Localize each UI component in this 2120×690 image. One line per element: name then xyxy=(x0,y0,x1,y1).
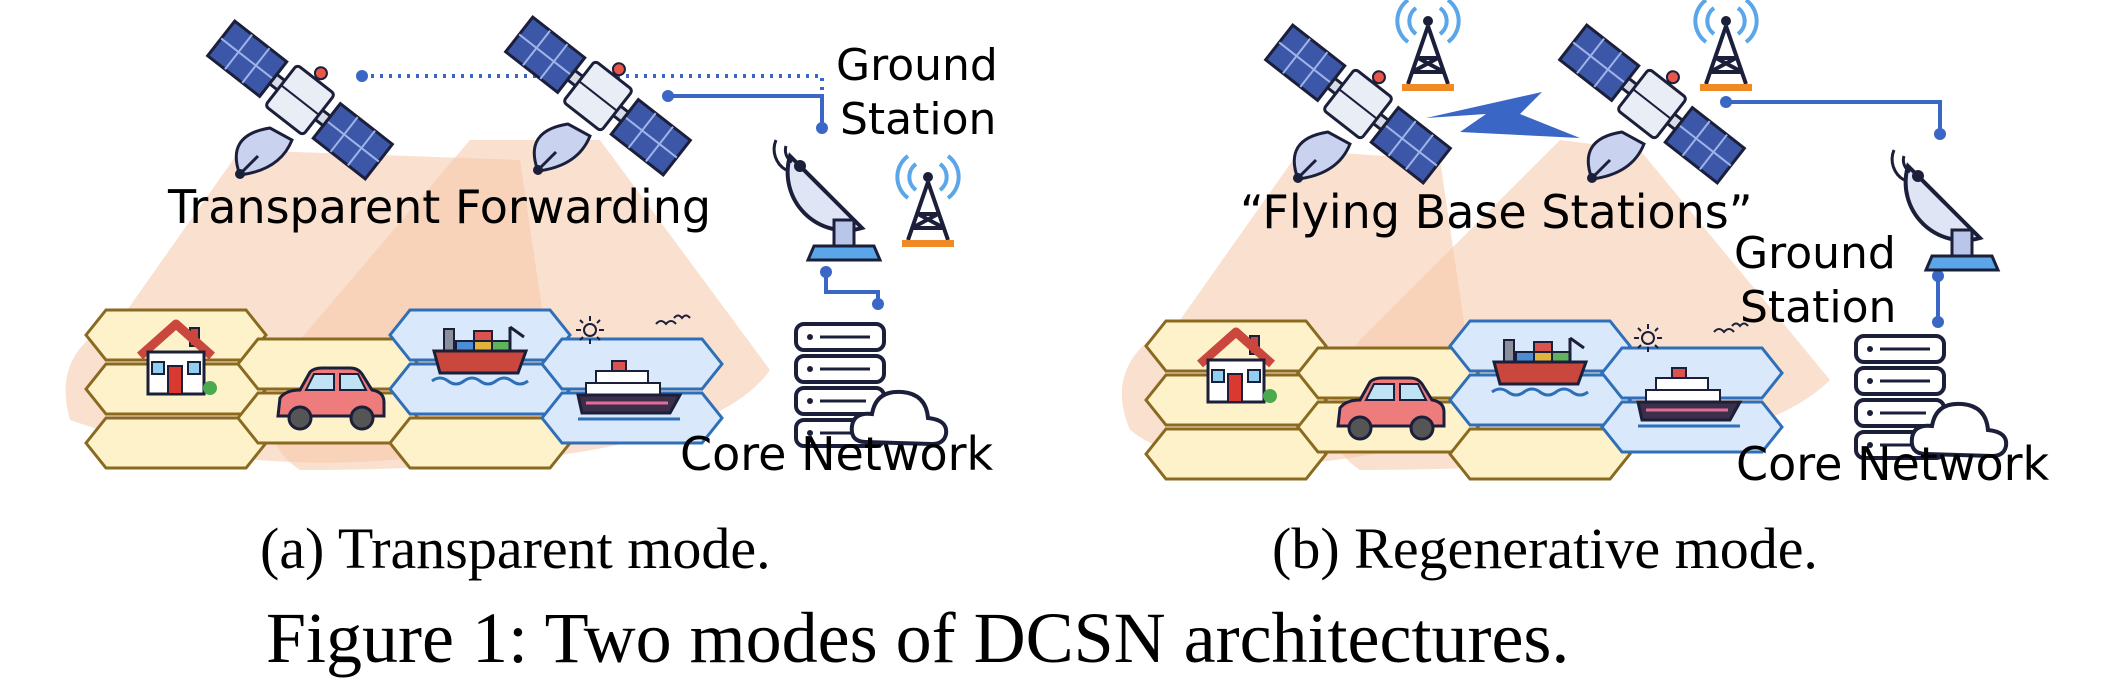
cell-grid-a xyxy=(84,308,724,470)
core-network-label: Core Network xyxy=(680,427,994,481)
panel-b-caption: (b) Regenerative mode. xyxy=(1272,516,1818,581)
ground-cell xyxy=(1296,346,1480,400)
dotted-feeder-link xyxy=(545,74,824,128)
ground-station-dish-icon xyxy=(1890,148,2000,272)
flying-base-stations-label: “Flying Base Stations” xyxy=(1240,185,1753,239)
sea-cell xyxy=(1448,373,1632,427)
panel-a: Transparent Forwarding Ground Station Co… xyxy=(65,1,998,581)
core-network-label: Core Network xyxy=(1736,437,2050,491)
ground-station-label-line1: Ground xyxy=(1734,228,1896,279)
onboard-base-station-icon xyxy=(1693,0,1759,93)
figure-caption: Figure 1: Two modes of DCSN architecture… xyxy=(266,598,1569,678)
ground-cell xyxy=(1144,427,1328,481)
sea-cell xyxy=(540,337,724,391)
transparent-forwarding-label: Transparent Forwarding xyxy=(167,180,711,234)
ground-cell xyxy=(388,416,572,470)
cell-tower-icon xyxy=(895,154,961,249)
ground-station-label-line2: Station xyxy=(1740,282,1896,333)
sea-cell xyxy=(1600,346,1784,400)
onboard-base-station-icon xyxy=(1395,0,1461,93)
backhaul-link xyxy=(824,272,880,304)
inter-satellite-lightning-icon xyxy=(1426,92,1580,138)
feeder-link xyxy=(668,94,824,128)
ground-cell xyxy=(84,416,268,470)
ground-cell xyxy=(84,308,268,362)
ground-station-label-line1: Ground xyxy=(836,40,998,91)
ground-cell xyxy=(1448,427,1632,481)
feeder-link xyxy=(1726,100,1942,134)
ground-cell xyxy=(1144,319,1328,373)
panel-b: “Flying Base Stations” Ground Station Co… xyxy=(1121,0,2050,581)
ground-station-dish-icon xyxy=(772,138,882,262)
panel-a-caption: (a) Transparent mode. xyxy=(260,516,771,581)
ground-station-label-line2: Station xyxy=(840,94,996,145)
